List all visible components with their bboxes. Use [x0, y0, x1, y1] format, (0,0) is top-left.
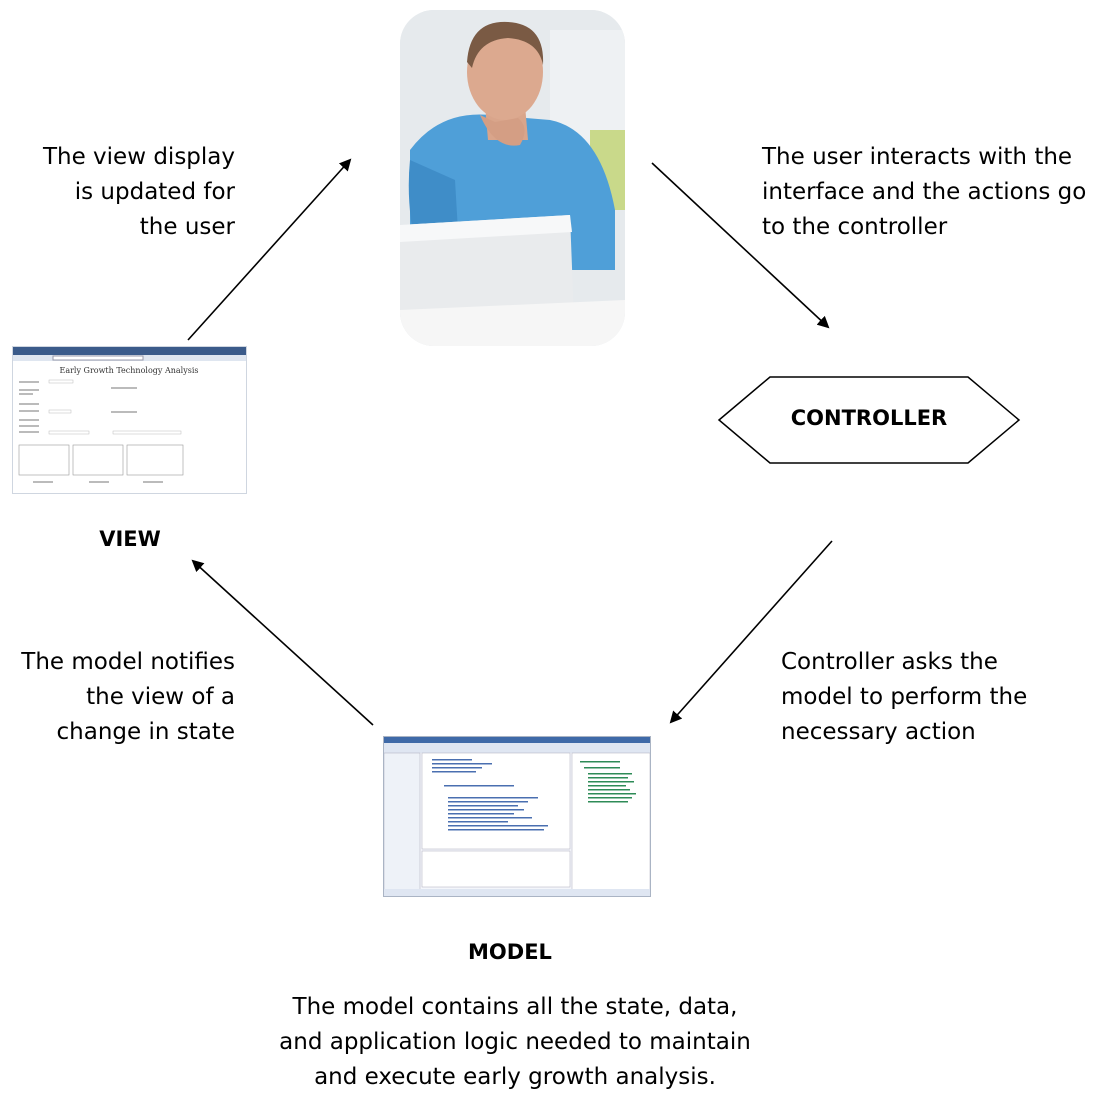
arrow-controller-to-model	[669, 540, 833, 724]
caption-line: change in state	[56, 719, 236, 745]
user-photo	[400, 10, 625, 346]
arrow-model-to-view	[191, 559, 374, 726]
controller-hexagon	[717, 376, 1021, 464]
caption-line: The view display	[42, 144, 235, 170]
caption-line: The user interacts with the	[762, 144, 1073, 170]
caption-line: the user	[139, 214, 235, 240]
view-screenshot-title: Early Growth Technology Analysis	[60, 366, 199, 375]
caption-line: The model notifies	[21, 649, 235, 675]
view-label: VIEW	[99, 527, 161, 551]
description-line: and application logic needed to maintain	[279, 1029, 751, 1055]
caption-line: interface and the actions go	[762, 179, 1087, 205]
caption-view-updated: The view display is updated for the user	[20, 140, 235, 245]
caption-line: to the controller	[762, 214, 948, 240]
caption-user-interacts: The user interacts with the interface an…	[762, 140, 1102, 245]
caption-line: necessary action	[781, 719, 976, 745]
caption-controller-asks: Controller asks the model to perform the…	[781, 645, 1081, 750]
view-screenshot: Early Growth Technology Analysis	[12, 346, 247, 494]
arrow-user-to-controller	[651, 162, 830, 329]
caption-line: the view of a	[86, 684, 235, 710]
model-screenshot	[383, 736, 651, 897]
caption-line: model to perform the	[781, 684, 1028, 710]
caption-line: Controller asks the	[781, 649, 998, 675]
arrow-view-to-user	[187, 158, 352, 341]
controller-label: CONTROLLER	[790, 406, 948, 430]
description-line: and execute early growth analysis.	[314, 1064, 716, 1090]
model-label: MODEL	[468, 940, 552, 964]
description-line: The model contains all the state, data,	[292, 994, 738, 1020]
caption-model-notifies: The model notifies the view of a change …	[5, 645, 235, 750]
caption-line: is updated for	[74, 179, 235, 205]
model-description: The model contains all the state, data, …	[250, 990, 780, 1095]
